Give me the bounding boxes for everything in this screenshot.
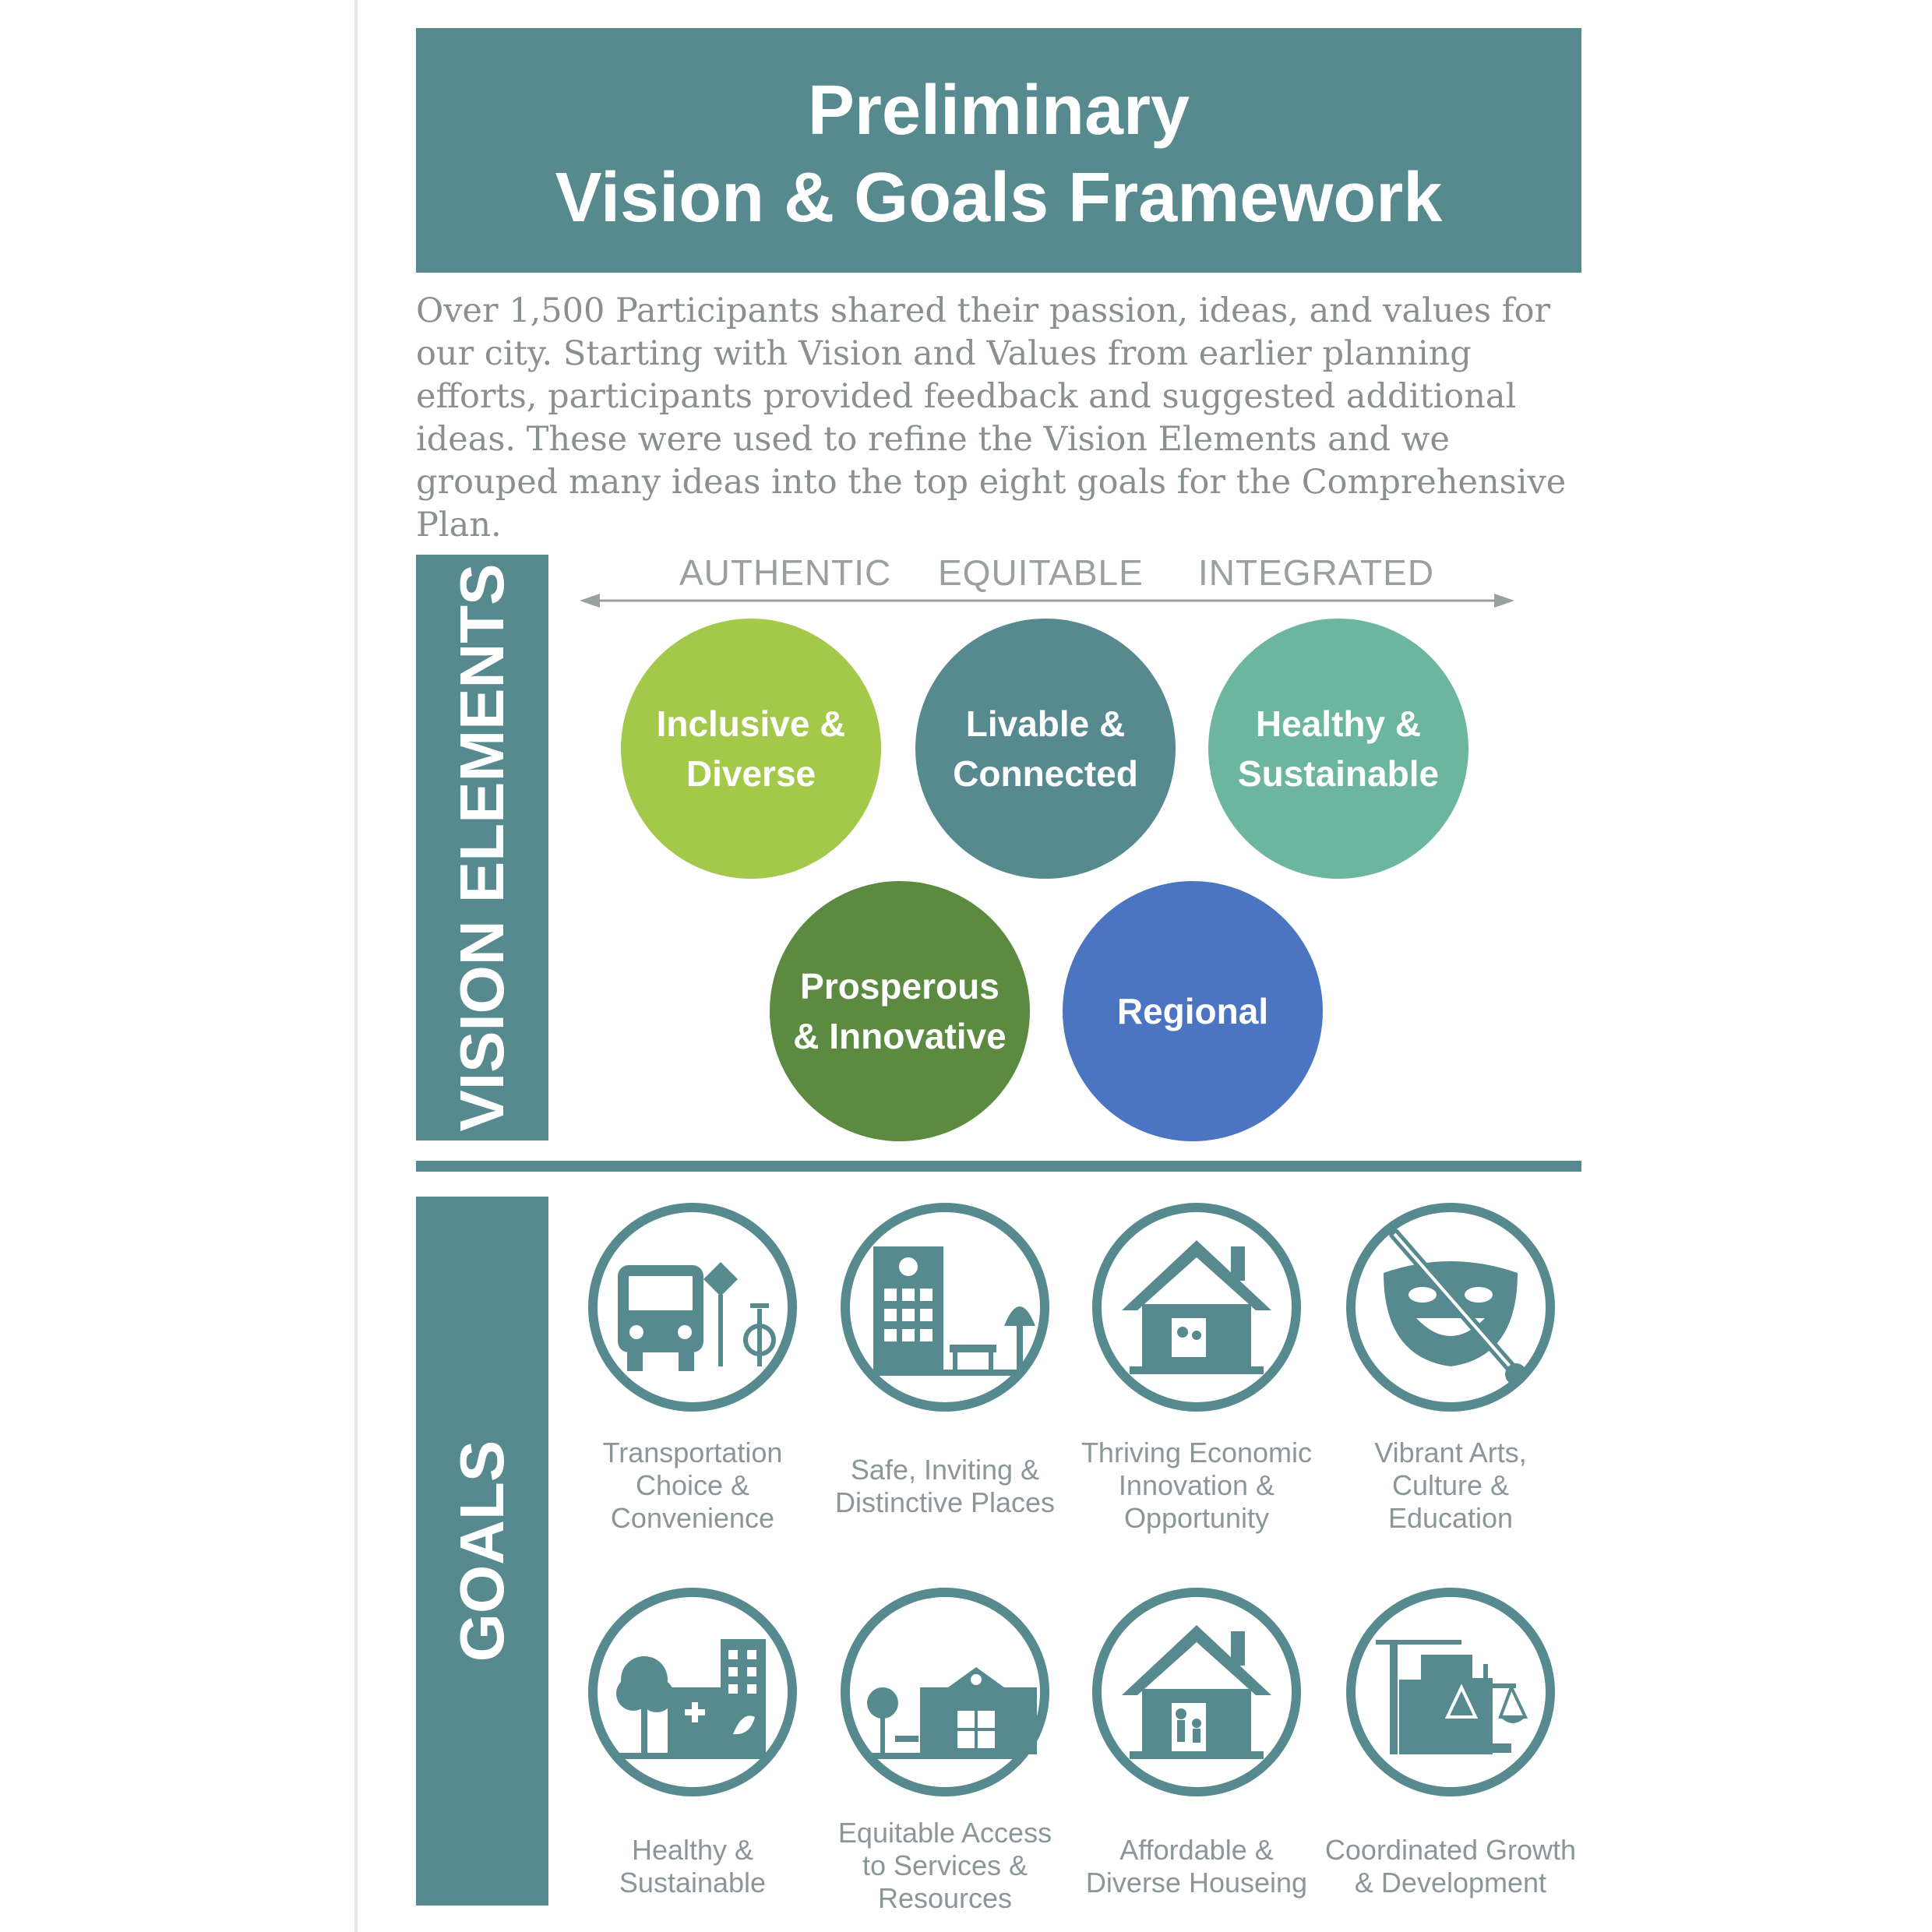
vision-circle-label: Inclusive & Diverse [656, 703, 846, 794]
crane-scales-icon [1346, 1588, 1555, 1796]
goal-label-equitable-access: Equitable Access to Services & Resources [837, 1817, 1052, 1914]
vision-circle-healthy-sustainable: Healthy & Sustainable [1208, 619, 1468, 879]
plaza-building-icon [841, 1203, 1049, 1412]
double-arrow-axis [580, 594, 1514, 608]
goal-label-growth: Coordinated Growth & Development [1324, 1834, 1577, 1899]
vision-circle-livable-connected: Livable & Connected [915, 619, 1176, 879]
scale-word-integrated: INTEGRATED [1198, 552, 1435, 593]
section-divider [416, 1161, 1581, 1172]
vision-circle-label: Regional [1116, 991, 1269, 1031]
community-center-icon [841, 1588, 1049, 1796]
scale-word-authentic: AUTHENTIC [679, 552, 892, 593]
goal-label-transportation: Transportation Choice & Convenience [602, 1437, 783, 1534]
house-family-icon [1092, 1588, 1301, 1796]
vision-circle-inclusive-diverse: Inclusive & Diverse [621, 619, 881, 879]
intro-paragraph: Over 1,500 Participants shared their pas… [416, 291, 1567, 545]
vision-elements-sidebar [416, 555, 548, 1141]
goal-label-housing: Affordable & Diverse Houseing [1085, 1834, 1308, 1899]
vision-circle-label: Healthy & Sustainable [1237, 703, 1440, 794]
vision-circle-label: Prosperous & Innovative [793, 966, 1007, 1056]
goals-label: GOALS [447, 1440, 516, 1662]
vision-circle-label: Livable & Connected [953, 703, 1138, 794]
vision-elements-label: VISION ELEMENTS [447, 563, 516, 1132]
title-line-1: Preliminary [807, 72, 1190, 150]
goal-label-healthy: Healthy & Sustainable [619, 1834, 767, 1899]
goal-label-economic: Thriving Economic Innovation & Opportuni… [1081, 1437, 1313, 1534]
theater-mask-brush-icon [1346, 1203, 1555, 1412]
page-edge [354, 0, 358, 1932]
vision-circle-prosperous-innovative: Prosperous & Innovative [770, 881, 1030, 1141]
title-line-2: Vision & Goals Framework [555, 159, 1443, 237]
goal-label-arts: Vibrant Arts, Culture & Education [1374, 1437, 1527, 1534]
bus-bike-icon [588, 1203, 797, 1412]
title-banner: Preliminary Vision & Goals Framework [416, 28, 1581, 273]
scale-word-equitable: EQUITABLE [938, 552, 1144, 593]
hospital-tree-icon [588, 1588, 797, 1796]
house-business-icon [1092, 1203, 1301, 1412]
goals-sidebar [416, 1197, 548, 1906]
goal-label-places: Safe, Inviting & Distinctive Places [834, 1454, 1056, 1518]
vision-circle-regional: Regional [1063, 881, 1323, 1141]
